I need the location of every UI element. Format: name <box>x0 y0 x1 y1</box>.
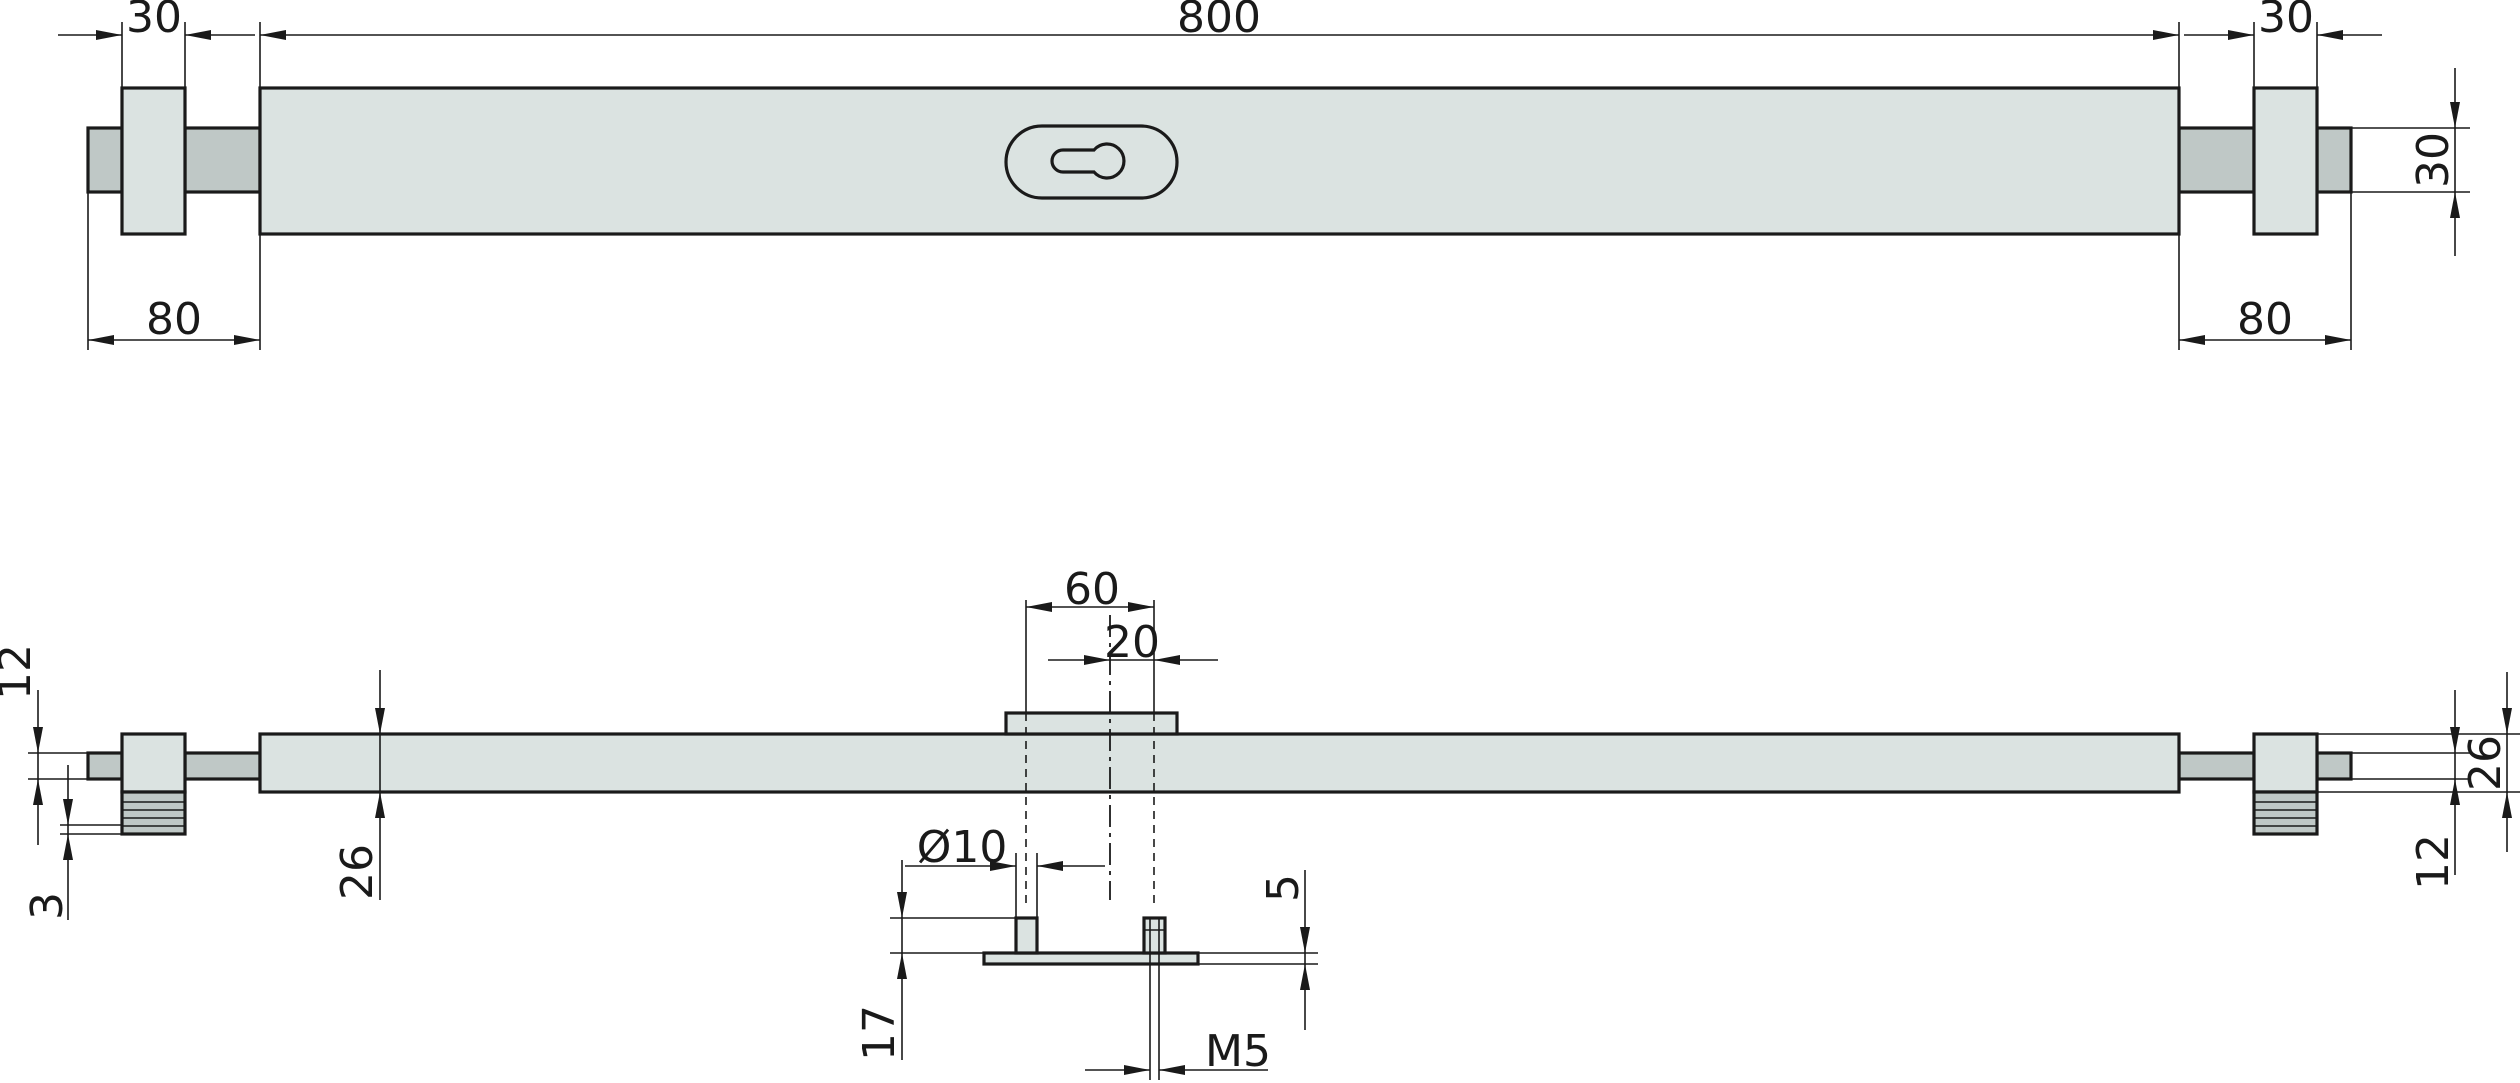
side-right-knob-knurl <box>2252 790 2319 836</box>
main-bar <box>258 86 2181 236</box>
side-view: 60 20 12 3 26 12 26 <box>0 564 2520 920</box>
dim-right-knob-height: 12 <box>2408 834 2459 890</box>
dim-bar-height: 30 <box>2408 132 2459 188</box>
side-right-rod-inner <box>2177 751 2256 781</box>
dim-thread: M5 <box>1205 1026 1271 1077</box>
detail-pin <box>1014 916 1039 955</box>
dim-pin-diameter: Ø10 <box>917 822 1008 873</box>
dim-bar-length: 800 <box>1177 0 1261 43</box>
side-right-rod-outer <box>2315 751 2353 781</box>
dim-plate-thickness: 5 <box>1258 874 1309 902</box>
dim-mount-width: 60 <box>1064 564 1120 615</box>
side-left-knob-knurl <box>120 790 187 836</box>
dim-left-knob-height: 12 <box>0 644 41 700</box>
dim-right-knob-width: 30 <box>2258 0 2314 43</box>
detail-base-plate <box>982 951 1200 966</box>
detail-threaded-stud <box>1142 916 1167 955</box>
left-knob <box>120 86 187 236</box>
dim-left-rod-extension: 80 <box>146 294 202 345</box>
dim-left-gap: 3 <box>22 892 73 920</box>
side-left-rod-inner <box>183 751 262 781</box>
right-rod-inner <box>2177 126 2256 194</box>
side-main-bar <box>258 732 2181 794</box>
keyhole-icon <box>1050 142 1126 180</box>
dim-right-bar-thickness: 26 <box>2460 735 2511 791</box>
dim-pin-height: 17 <box>854 1005 905 1061</box>
side-left-knob <box>120 732 187 794</box>
left-rod-outer <box>86 126 124 194</box>
dim-mount-offset: 20 <box>1104 617 1160 668</box>
side-right-knob <box>2252 732 2319 794</box>
right-knob <box>2252 86 2319 236</box>
right-rod-outer <box>2315 126 2353 194</box>
top-view: 30 800 30 80 80 30 <box>58 0 2470 350</box>
dim-right-rod-extension: 80 <box>2237 294 2293 345</box>
left-rod-inner <box>183 126 262 194</box>
detail-view: Ø10 17 5 M5 <box>854 822 1318 1080</box>
side-mount-block <box>1004 711 1179 736</box>
dim-bar-thickness: 26 <box>332 844 383 900</box>
side-left-rod-outer <box>86 751 124 781</box>
dim-left-knob-width: 30 <box>126 0 182 43</box>
